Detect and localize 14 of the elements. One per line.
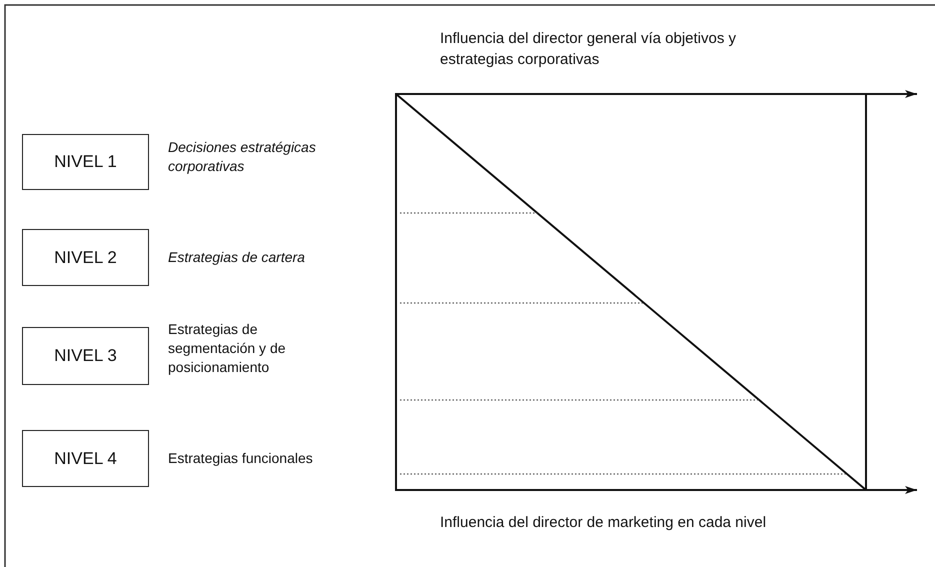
level-label: NIVEL 4: [54, 448, 117, 468]
level-description: Estrategias funcionales: [168, 449, 314, 468]
axis-caption: Influencia del director de marketing en cada nivel: [440, 513, 768, 533]
level-box: [22, 229, 149, 286]
level-label: NIVEL 2: [54, 248, 117, 268]
level-box: [22, 134, 149, 190]
level-box: [22, 430, 149, 487]
level-label: NIVEL 3: [54, 346, 117, 366]
axis-caption: Influencia del director general vía objetivos y estrategias corporativas: [440, 29, 738, 70]
level-description: Estrategias de cartera: [168, 248, 306, 267]
level-label: NIVEL 1: [54, 152, 117, 172]
level-description: Decisiones estratégicas corporativas: [168, 138, 317, 176]
level-description: Estrategias de segmentación y de posicionamiento: [168, 320, 287, 377]
level-box: [22, 327, 149, 385]
